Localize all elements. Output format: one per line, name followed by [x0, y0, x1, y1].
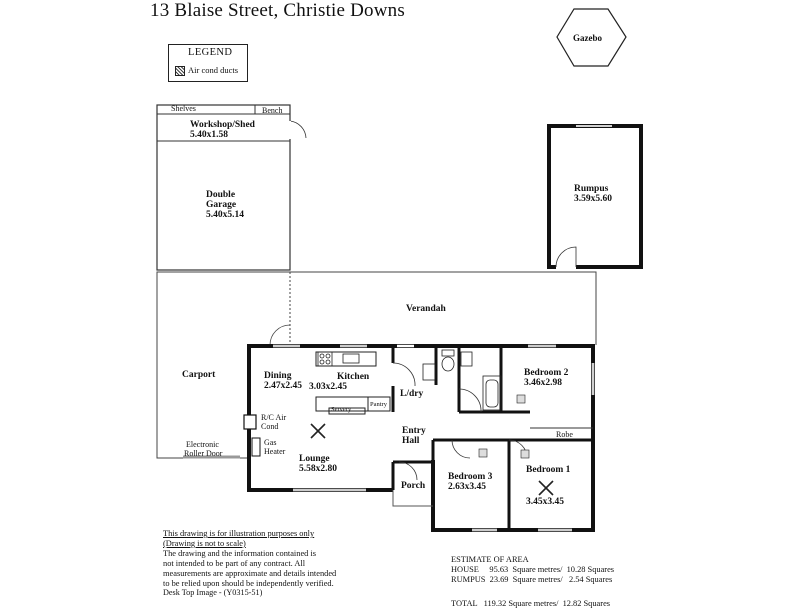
dining-name: Dining — [264, 371, 292, 381]
air-duct-swatch-icon — [175, 66, 185, 76]
area-estimate: ESTIMATE OF AREA HOUSE 95.63 Square metr… — [451, 555, 614, 609]
laundry-label: L/dry — [400, 389, 424, 399]
entry-label-2: Hall — [402, 436, 420, 446]
gas-heater — [251, 437, 261, 457]
rc-air-label-1: R/C Air — [261, 413, 287, 422]
gas-heater-label-1: Gas — [264, 438, 277, 447]
disclaimer-line-6: to be relied upon should be independentl… — [163, 579, 334, 588]
robe-label: Robe — [556, 430, 573, 439]
workshop-name: Workshop/Shed — [190, 120, 255, 130]
sink — [342, 353, 360, 364]
estimate-total: TOTAL 119.32 Square metres/ 12.82 Square… — [451, 599, 611, 608]
kitchen-dim: 3.03x2.45 — [309, 382, 347, 392]
lounge-dim: 5.58x2.80 — [299, 464, 337, 474]
servery-label: Servery — [331, 406, 352, 413]
bedroom2-name: Bedroom 2 — [524, 368, 569, 378]
rumpus-building — [547, 124, 643, 270]
kitchen-name: Kitchen — [337, 372, 370, 382]
rc-air-unit — [243, 414, 257, 430]
legend-title: LEGEND — [188, 47, 233, 58]
shelves-label: Shelves — [171, 104, 196, 113]
rc-air-label-2: Cond — [261, 422, 279, 431]
footer-reference: Desk Top Image - (Y0315-51) — [163, 588, 263, 597]
cooktop — [317, 351, 333, 367]
estimate-rumpus: RUMPUS 23.69 Square metres/ 2.54 Squares — [451, 575, 613, 584]
page-title: 13 Blaise Street, Christie Downs — [150, 0, 405, 21]
disclaimer-line-2: (Drawing is not to scale) — [163, 539, 246, 548]
ceiling-fan-lounge — [310, 423, 326, 439]
garage-outbuilding — [156, 104, 307, 271]
bedroom1-name: Bedroom 1 — [526, 465, 571, 475]
bedroom3-name: Bedroom 3 — [448, 472, 493, 482]
window-frames — [273, 345, 594, 531]
laundry-trough — [422, 363, 436, 381]
ceiling-fan-bedroom1 — [538, 480, 554, 496]
disclaimer: This drawing is for illustration purpose… — [163, 529, 336, 589]
air-cond-ducts — [478, 394, 530, 459]
entry-label-1: Entry — [402, 426, 426, 436]
garage-name-1: Double — [206, 190, 236, 200]
rumpus-name: Rumpus — [574, 184, 609, 194]
garage-dim: 5.40x5.14 — [206, 210, 244, 220]
roller-door-label-2: Roller Door — [184, 449, 223, 458]
kitchen-bench — [315, 351, 391, 415]
rumpus-dim: 3.59x5.60 — [574, 194, 612, 204]
gazebo-label: Gazebo — [573, 33, 602, 43]
lounge-name: Lounge — [299, 454, 330, 464]
bath — [482, 375, 502, 411]
bench-label: Bench — [262, 106, 283, 115]
toilet — [441, 349, 455, 372]
house-walls — [247, 344, 595, 532]
verandah-label: Verandah — [406, 304, 446, 314]
disclaimer-line-1: This drawing is for illustration purpose… — [163, 529, 315, 538]
bedroom1-dim: 3.45x3.45 — [526, 497, 564, 507]
gas-heater-label-2: Heater — [264, 447, 286, 456]
workshop-dim: 5.40x1.58 — [190, 130, 228, 140]
basin — [460, 351, 473, 367]
porch-outline — [392, 490, 433, 507]
pantry-label: Pantry — [370, 401, 387, 408]
verandah-outline — [156, 271, 597, 459]
carport-label: Carport — [182, 370, 216, 380]
legend-item-label: Air cond ducts — [188, 65, 239, 75]
estimate-heading: ESTIMATE OF AREA — [451, 555, 529, 564]
disclaimer-line-5: measurements are approximate and details… — [163, 569, 337, 578]
roller-door-label-1: Electronic — [186, 440, 219, 449]
bedroom3-dim: 2.63x3.45 — [448, 482, 486, 492]
garage-name-2: Garage — [206, 200, 237, 210]
bedroom2-dim: 3.46x2.98 — [524, 378, 562, 388]
disclaimer-line-4: not intended to be part of any contract.… — [163, 559, 306, 568]
disclaimer-line-3: The drawing and the information containe… — [163, 549, 317, 558]
porch-label: Porch — [401, 481, 426, 491]
estimate-house: HOUSE 95.63 Square metres/ 10.28 Squares — [451, 565, 615, 574]
dining-dim: 2.47x2.45 — [264, 381, 302, 391]
gazebo-hexagon — [556, 8, 627, 67]
